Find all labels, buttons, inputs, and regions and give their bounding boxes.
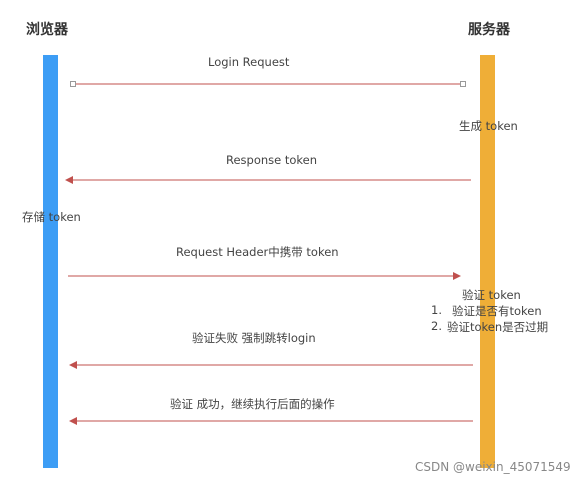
message-label-verify-success: 验证 成功，继续执行后面的操作 (170, 397, 335, 411)
arrow-handle-end (460, 81, 466, 87)
message-label-login-request: Login Request (208, 55, 290, 69)
note-verify-step-2-text: 验证token是否过期 (447, 320, 549, 334)
arrow-handle-start (70, 81, 76, 87)
watermark: CSDN @weixin_45071549 (415, 460, 571, 474)
server-lifeline (480, 55, 495, 468)
browser-lifeline (43, 55, 58, 468)
note-verify-step-2-num: 2. (431, 319, 442, 333)
note-generate-token: 生成 token (459, 119, 518, 133)
message-label-verify-failed: 验证失败 强制跳转login (192, 331, 316, 345)
browser-title: 浏览器 (26, 22, 68, 38)
server-title: 服务器 (468, 22, 510, 38)
note-verify-step-1-num: 1. (431, 303, 442, 317)
message-label-request-header: Request Header中携带 token (176, 245, 339, 259)
message-label-response-token: Response token (226, 153, 318, 167)
note-verify-title: 验证 token (462, 288, 521, 302)
note-store-token: 存储 token (22, 210, 81, 224)
note-verify-step-1-text: 验证是否有token (452, 304, 542, 318)
